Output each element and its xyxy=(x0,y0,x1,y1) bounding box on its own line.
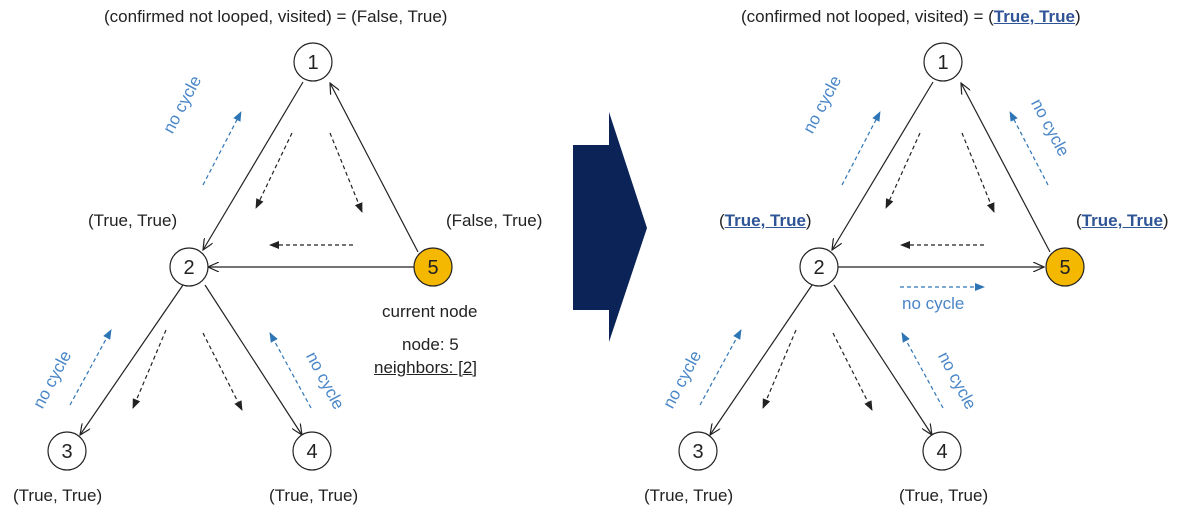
left-state-node4: (True, True) xyxy=(269,486,359,505)
edge-2-to-4 xyxy=(833,284,932,435)
node-5-current: 5 xyxy=(1045,247,1085,287)
left-state-node2: (True, True) xyxy=(88,211,178,230)
right-header-suffix: ) xyxy=(1075,7,1081,26)
edge-2-to-3 xyxy=(80,284,184,435)
node-label: 2 xyxy=(183,257,194,279)
node-label: 1 xyxy=(937,52,948,74)
dashed-traversal-arrow xyxy=(329,132,363,213)
right-header-value: True, True xyxy=(993,7,1076,26)
node-2: 2 xyxy=(169,247,209,287)
node-4: 4 xyxy=(922,431,962,471)
state-open: ( xyxy=(719,211,725,230)
left-header: (confirmed not looped, visited) = (False… xyxy=(104,8,447,25)
dashed-traversal-arrow xyxy=(961,132,995,213)
dashed-return-arrow xyxy=(699,329,742,406)
node-1: 1 xyxy=(293,42,333,82)
right-state-node5: (True, True) xyxy=(1076,212,1169,229)
left-state-node5: (False, True) xyxy=(446,211,543,230)
left-state-node3: (True, True) xyxy=(13,486,103,505)
state-open: ( xyxy=(1076,211,1082,230)
left-header-value: (False, True) xyxy=(351,7,448,26)
dashed-return-arrow xyxy=(841,111,881,186)
dashed-return-arrow xyxy=(901,332,944,409)
dashed-return-arrow xyxy=(69,329,112,406)
node-label: 4 xyxy=(306,441,317,463)
info-neighbors: neighbors: [2] xyxy=(374,358,478,377)
right-diagram: 1 2 3 4 5 xyxy=(678,42,1085,471)
node-label: 3 xyxy=(61,441,72,463)
right-header-prefix: (confirmed not looped, visited) = ( xyxy=(741,7,994,26)
left-diagram: 1 2 3 4 5 xyxy=(47,42,453,471)
state-value: True, True xyxy=(724,211,806,230)
node-label: 5 xyxy=(1059,257,1070,279)
dashed-traversal-arrow xyxy=(832,332,873,411)
edge-2-to-3 xyxy=(710,284,813,435)
no-cycle-label: no cycle xyxy=(902,294,965,313)
node-label: 2 xyxy=(813,257,824,279)
right-state-node4: (True, True) xyxy=(899,486,989,505)
right-state-node3: (True, True) xyxy=(644,486,734,505)
state-close: ) xyxy=(805,211,812,230)
current-node-label: current node xyxy=(382,302,478,321)
node-2: 2 xyxy=(799,247,839,287)
edge-2-to-4 xyxy=(204,284,302,435)
dashed-traversal-arrow xyxy=(202,332,243,411)
node-3: 3 xyxy=(47,431,87,471)
node-label: 3 xyxy=(692,441,703,463)
edge-1-to-2 xyxy=(203,81,304,250)
dashed-return-arrow xyxy=(202,111,242,186)
dashed-return-arrow xyxy=(269,332,312,409)
node-label: 1 xyxy=(307,52,318,74)
edge-5-to-1 xyxy=(961,83,1051,253)
node-label: 5 xyxy=(427,257,438,279)
transition-arrow-shape xyxy=(573,112,647,342)
left-header-prefix: (confirmed not looped, visited) = xyxy=(104,7,352,26)
dashed-traversal-arrow xyxy=(885,132,921,209)
edge-1-to-2 xyxy=(832,81,934,250)
node-3: 3 xyxy=(678,431,718,471)
dashed-traversal-arrow xyxy=(132,329,167,409)
node-5-current: 5 xyxy=(413,247,453,287)
node-1: 1 xyxy=(923,42,963,82)
node-4: 4 xyxy=(292,431,332,471)
dashed-traversal-arrow xyxy=(255,132,293,209)
info-node: node: 5 xyxy=(402,335,459,354)
node-label: 4 xyxy=(936,441,947,463)
right-header: (confirmed not looped, visited) = (True,… xyxy=(741,8,1081,25)
edge-5-to-1 xyxy=(330,83,419,253)
right-state-node2: (True, True) xyxy=(719,212,812,229)
state-close: ) xyxy=(1162,211,1169,230)
state-value: True, True xyxy=(1081,211,1163,230)
dashed-traversal-arrow xyxy=(762,329,797,409)
